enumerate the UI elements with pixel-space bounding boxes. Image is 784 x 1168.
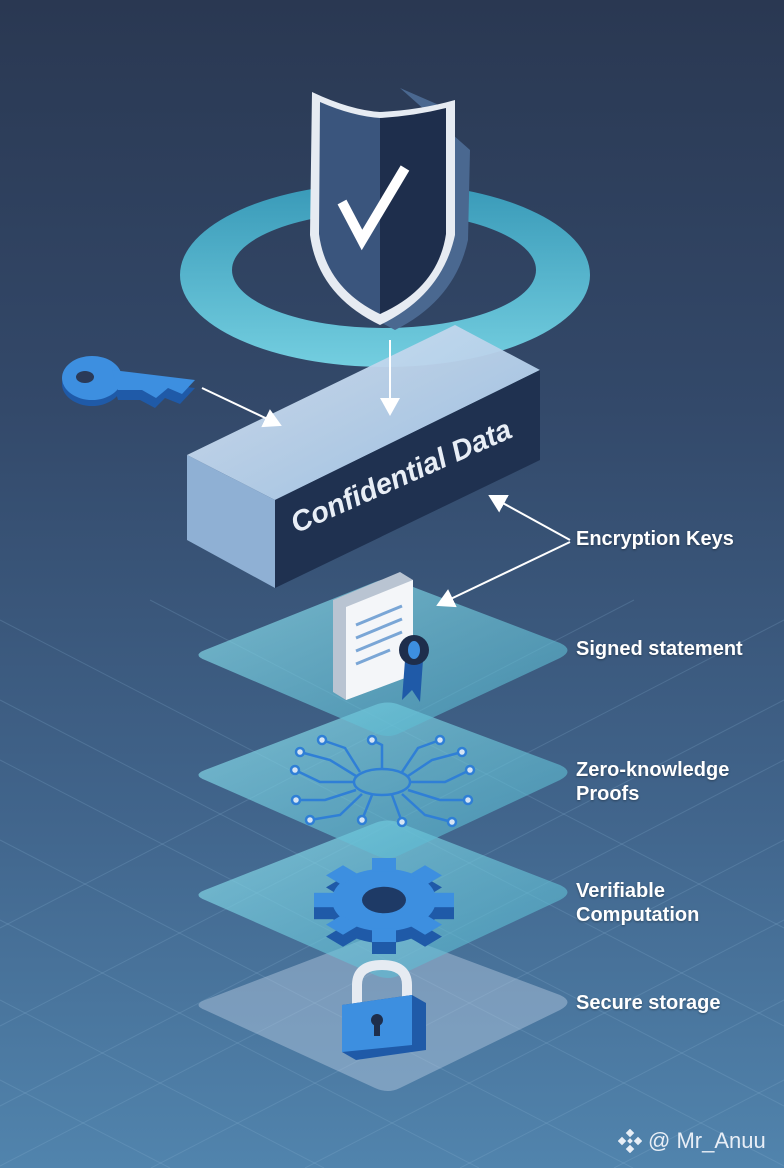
glow-ring xyxy=(180,183,590,367)
gear-icon xyxy=(314,858,454,954)
document-certificate-icon xyxy=(333,572,429,702)
encryption-arrow-block xyxy=(488,494,571,541)
encryption-arrow-document xyxy=(436,541,571,608)
arrows xyxy=(201,340,571,608)
label-zk-line1: Zero-knowledge xyxy=(576,759,730,781)
padlock-icon xyxy=(342,959,426,1060)
binance-logo-icon xyxy=(618,1129,642,1153)
label-vc-line2: Computation xyxy=(576,904,700,926)
label-secure-storage: Secure storage xyxy=(576,992,721,1014)
key-arrow xyxy=(201,387,282,428)
label-zero-knowledge: Zero-knowledge Proofs xyxy=(576,758,729,806)
shield-check-icon xyxy=(310,88,470,330)
label-zk-line2: Proofs xyxy=(576,783,640,805)
watermark-text: @ Mr_Anuu xyxy=(648,1128,766,1153)
label-signed-statement: Signed statement xyxy=(576,638,743,660)
label-verifiable-computation: Verifiable Computation xyxy=(576,879,699,927)
key-icon xyxy=(62,356,195,408)
layer-zero-knowledge xyxy=(198,702,568,858)
confidential-data-block xyxy=(187,325,540,588)
watermark: @ Mr_Anuu xyxy=(618,1128,766,1154)
label-vc-line1: Verifiable xyxy=(576,880,665,902)
label-encryption-keys: Encryption Keys xyxy=(576,528,734,550)
circuit-icon xyxy=(289,734,476,828)
